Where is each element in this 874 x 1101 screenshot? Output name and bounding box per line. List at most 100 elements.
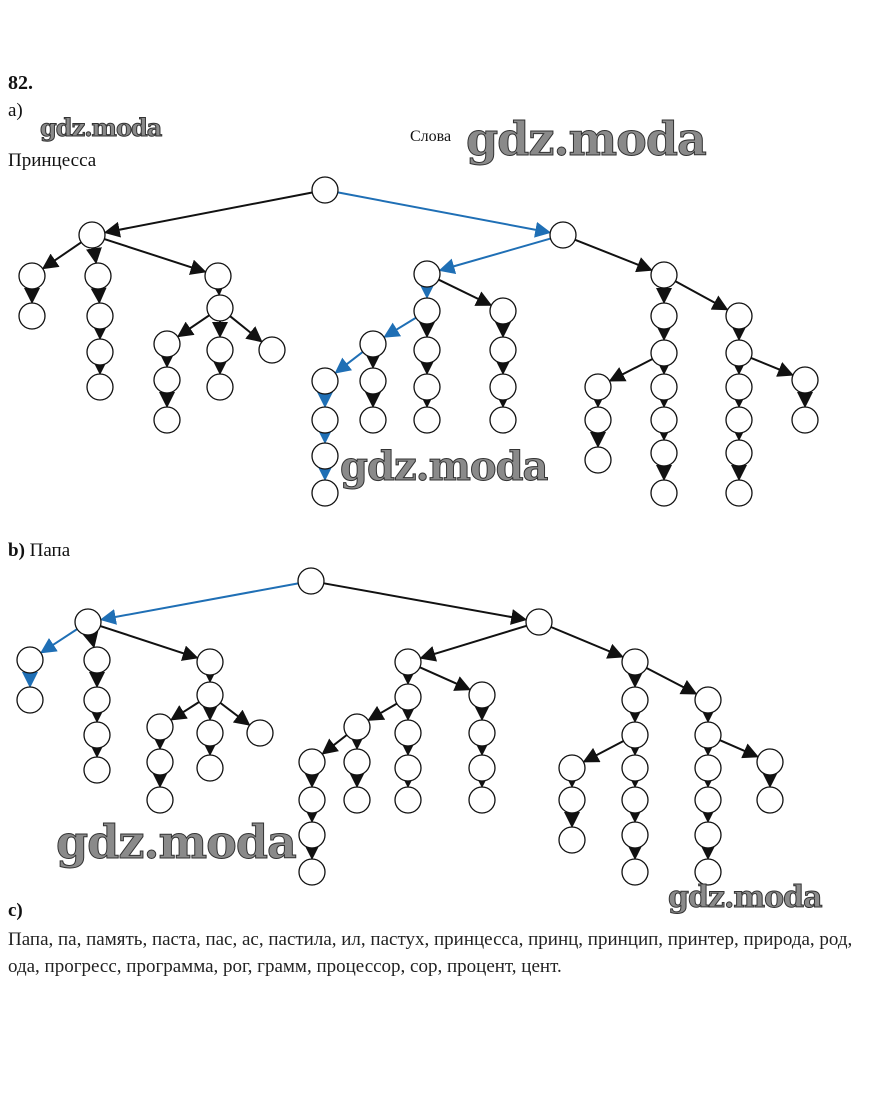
tree-node: [621, 686, 649, 714]
tree-edge: [176, 314, 210, 338]
tree-node: [298, 748, 326, 776]
tree-node: [584, 373, 612, 401]
watermark: gdz.moda: [56, 815, 298, 870]
tree-node: [621, 754, 649, 782]
tree-node: [694, 858, 722, 886]
tree-node: [146, 748, 174, 776]
tree-node: [756, 786, 784, 814]
tree-node: [694, 821, 722, 849]
tree-node: [311, 176, 339, 204]
tree-node: [78, 221, 106, 249]
tree-node: [146, 786, 174, 814]
highlighted-edge: [383, 316, 417, 338]
tree-node: [791, 366, 819, 394]
tree-node: [694, 754, 722, 782]
tree-edge: [750, 356, 794, 377]
tree-edge: [367, 702, 398, 721]
part-b-heading: b) Папа: [8, 540, 70, 562]
tree-node: [311, 479, 339, 507]
tree-node: [468, 719, 496, 747]
tree-node: [343, 786, 371, 814]
tree-node: [468, 754, 496, 782]
tree-edge: [323, 582, 528, 625]
tree-node: [83, 686, 111, 714]
tree-edge: [104, 238, 207, 275]
tree-edge: [574, 238, 653, 273]
tree-node: [394, 754, 422, 782]
watermark: gdz.moda: [39, 113, 162, 143]
tree-node: [246, 719, 274, 747]
tree-node: [146, 713, 174, 741]
tree-node: [153, 330, 181, 358]
tree-node: [153, 406, 181, 434]
part-b-word: Папа: [29, 540, 71, 561]
tree-node: [650, 439, 678, 467]
tree-node: [83, 756, 111, 784]
tree-node: [343, 713, 371, 741]
tree-node: [394, 719, 422, 747]
tree-node: [650, 373, 678, 401]
tree-edge: [582, 740, 624, 763]
highlighted-edge: [337, 191, 552, 238]
tree-node: [297, 567, 325, 595]
part-b-label: b): [8, 540, 25, 561]
tree-node: [196, 719, 224, 747]
tree-node: [206, 294, 234, 322]
tree-node: [489, 297, 517, 325]
tree-edge: [219, 702, 251, 726]
highlighted-edge: [99, 582, 299, 625]
tree-node: [298, 821, 326, 849]
tree-node: [549, 221, 577, 249]
highlighted-edge: [334, 351, 364, 374]
words-header: Слова: [410, 128, 452, 145]
tree-node: [650, 479, 678, 507]
tree-node: [343, 748, 371, 776]
tree-node: [413, 260, 441, 288]
tree-node: [725, 439, 753, 467]
tree-node: [621, 648, 649, 676]
tree-node: [359, 367, 387, 395]
tree-node: [153, 366, 181, 394]
tree-node: [621, 786, 649, 814]
tree-node: [18, 302, 46, 330]
tree-node: [298, 858, 326, 886]
tree-node: [694, 721, 722, 749]
tree-node: [584, 406, 612, 434]
tree-node: [621, 821, 649, 849]
tree-node: [725, 406, 753, 434]
tree-node: [196, 681, 224, 709]
tree-edge: [229, 315, 263, 343]
tree-node: [650, 302, 678, 330]
tree-edge: [419, 666, 472, 691]
tree-node: [298, 786, 326, 814]
tree-edge: [719, 739, 759, 759]
tree-edge: [419, 624, 527, 662]
tree-edge: [438, 278, 493, 306]
tree-node: [311, 367, 339, 395]
tree-node: [621, 721, 649, 749]
tree-node: [694, 686, 722, 714]
tree-node: [558, 754, 586, 782]
tree-node: [394, 648, 422, 676]
tree-node: [468, 681, 496, 709]
tree-node: [83, 646, 111, 674]
tree-node: [86, 302, 114, 330]
highlighted-edge: [438, 237, 551, 274]
tree-node: [204, 262, 232, 290]
tree-node: [725, 339, 753, 367]
part-c-label: c): [8, 900, 23, 921]
watermark: gdz.moda: [339, 443, 548, 491]
tree-node: [558, 826, 586, 854]
tree-node: [725, 302, 753, 330]
tree-node: [650, 261, 678, 289]
tree-node: [18, 262, 46, 290]
tree-node: [791, 406, 819, 434]
part-a-label: a): [8, 100, 23, 121]
tree-node: [756, 748, 784, 776]
tree-edge: [646, 667, 698, 695]
tree-node: [258, 336, 286, 364]
tree-node: [196, 754, 224, 782]
tree-edge: [90, 287, 107, 305]
tree-node: [84, 262, 112, 290]
